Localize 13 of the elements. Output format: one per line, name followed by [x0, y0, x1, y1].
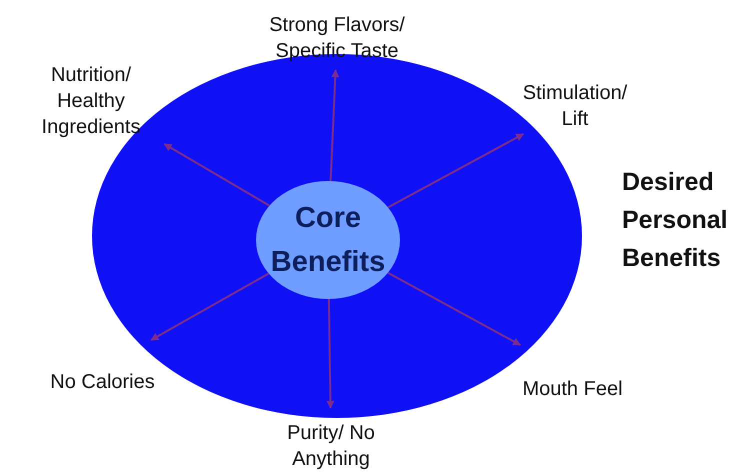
benefit-label: Mouth Feel [522, 377, 623, 402]
benefit-label: Stimulation/ Lift [522, 81, 628, 132]
benefit-label: No Calories [50, 370, 155, 395]
arrow [164, 143, 270, 207]
benefit-label: Nutrition/ Healthy Ingredients [40, 63, 142, 140]
arrow [388, 133, 524, 208]
benefit-label: Purity/ No Anything [286, 421, 376, 472]
arrow [326, 298, 334, 409]
arrow [387, 272, 521, 346]
core-label: Core Benefits [270, 201, 386, 280]
arrow [330, 69, 340, 182]
arrow [150, 272, 270, 341]
heading: Desired Personal Benefits [622, 167, 729, 274]
